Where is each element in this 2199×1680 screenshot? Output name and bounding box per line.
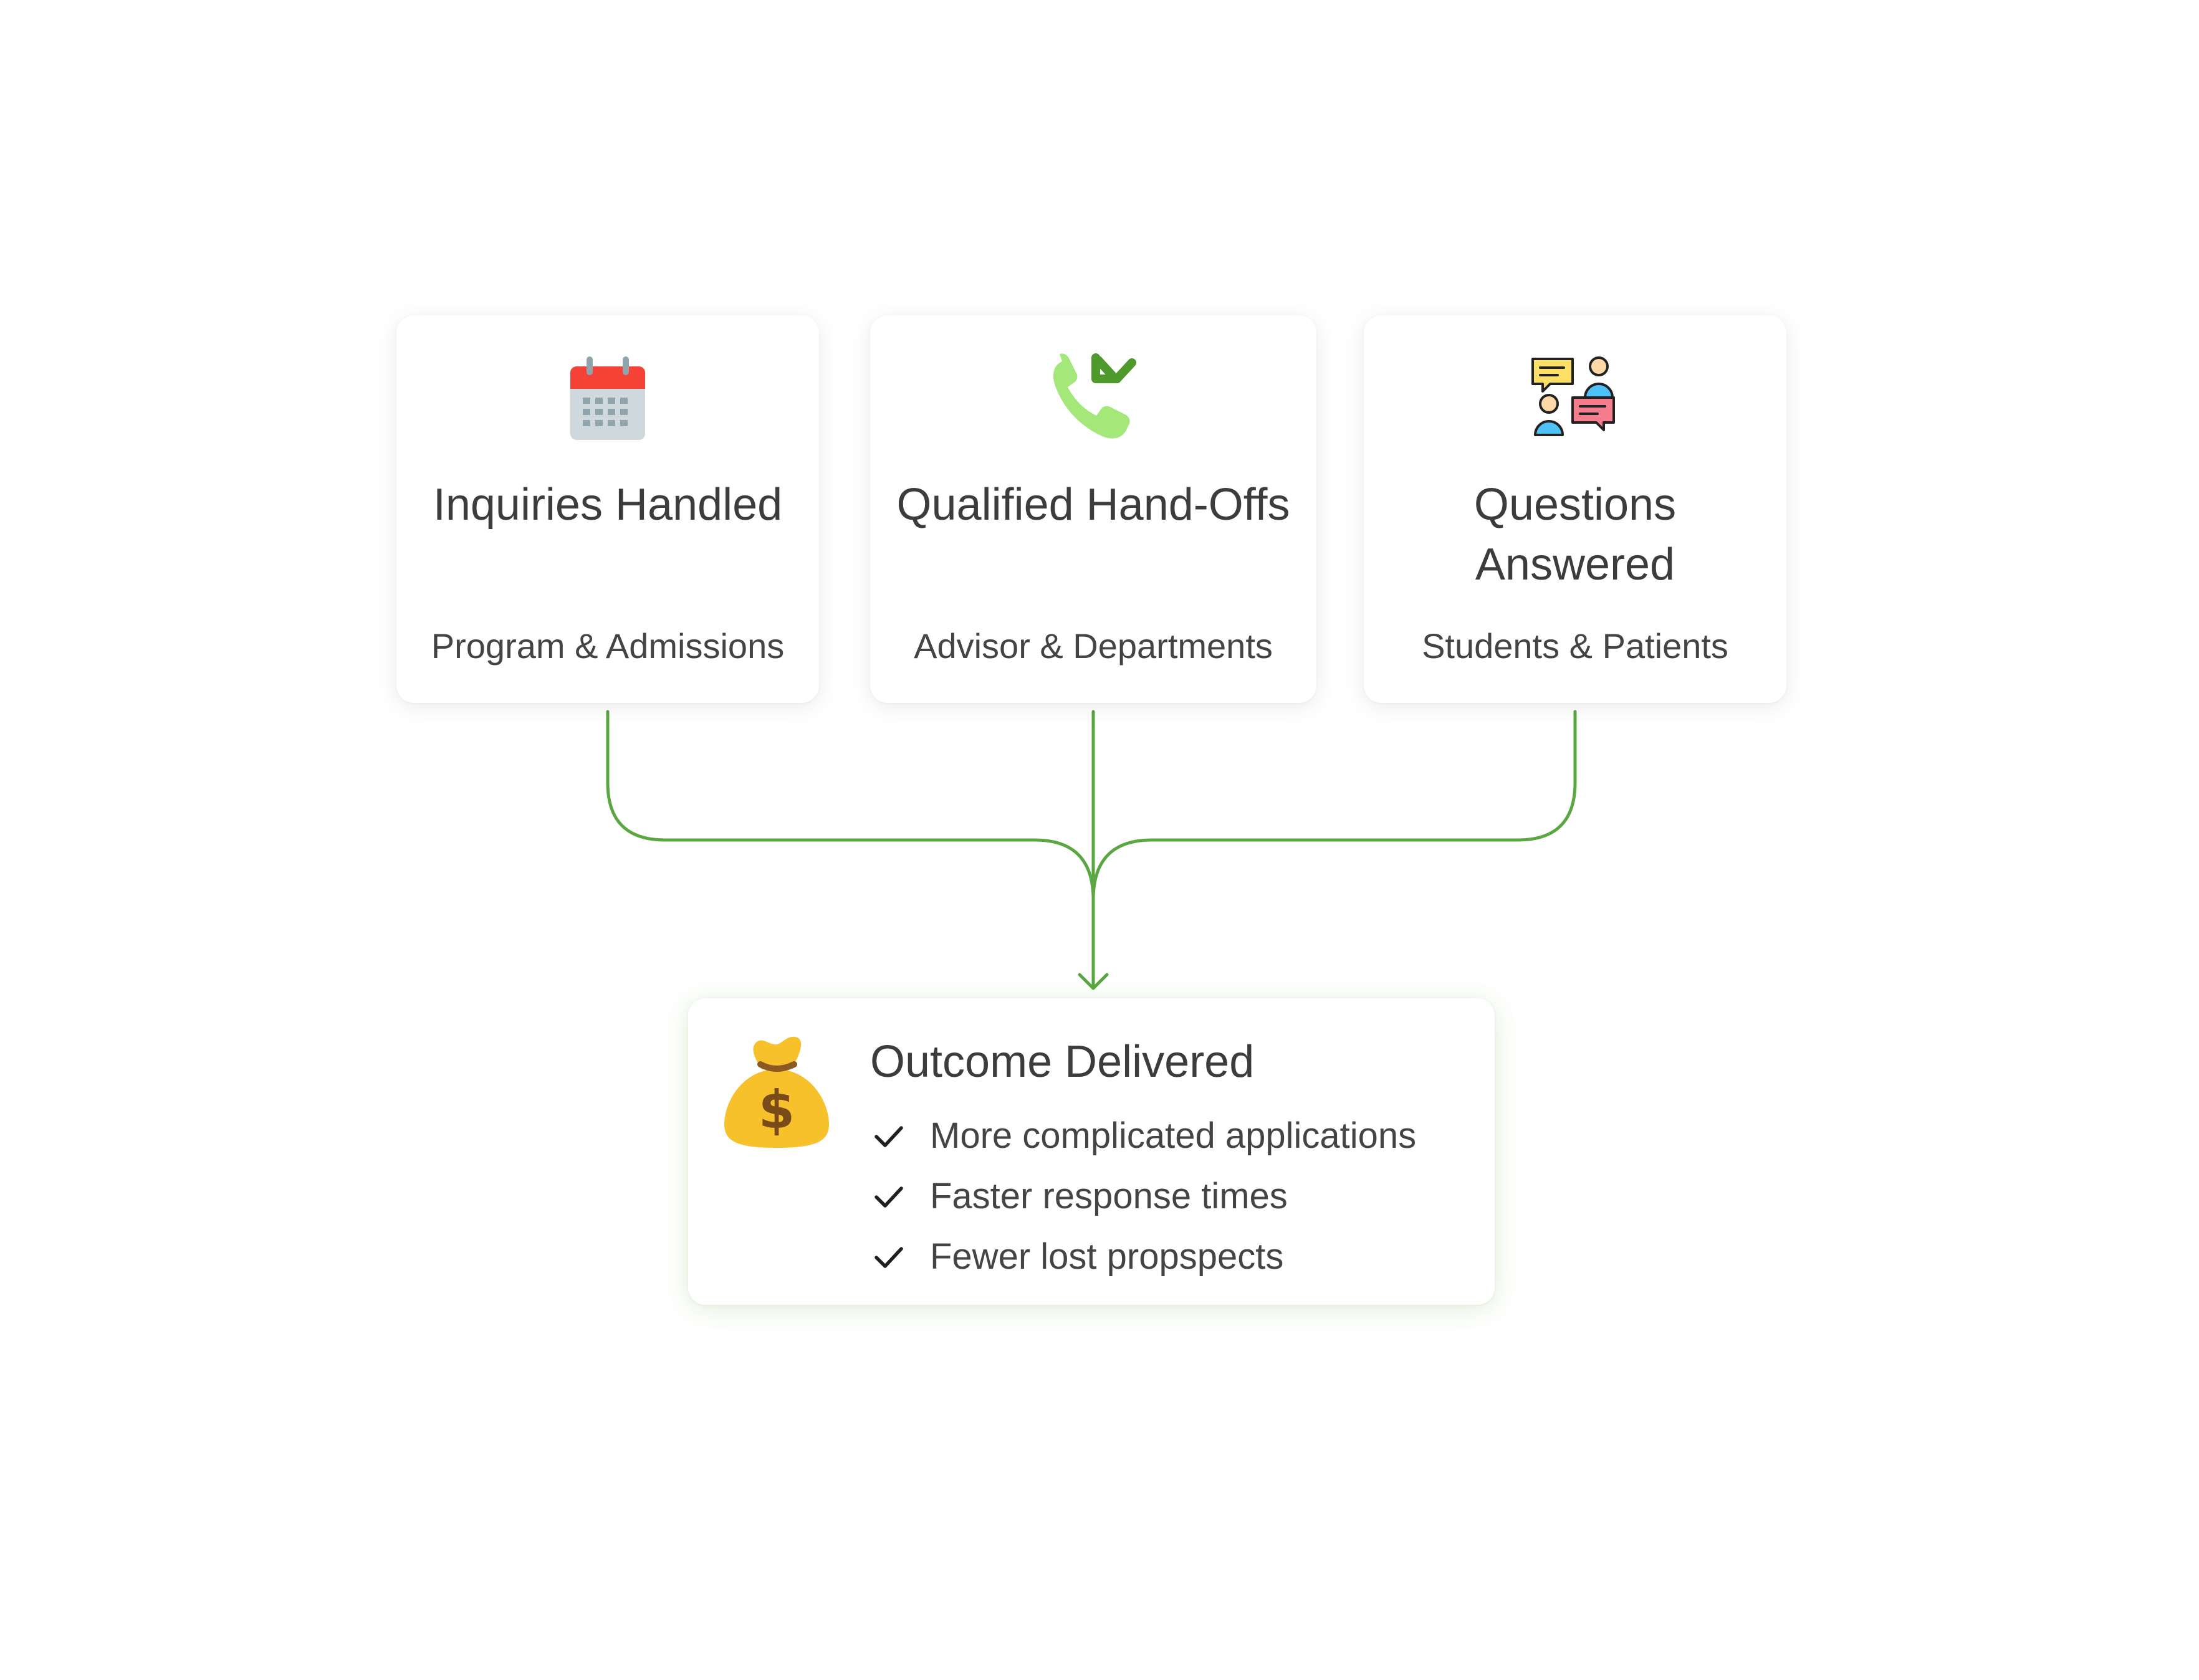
- outcome-item-label: Fewer lost propspects: [930, 1236, 1284, 1277]
- card-title: Inquiries Handled: [433, 480, 783, 530]
- outcome-item: Fewer lost propspects: [870, 1226, 1416, 1287]
- outcome-item: Faster response times: [870, 1166, 1416, 1226]
- outcome-card: $ Outcome Delivered More complicated app…: [688, 998, 1495, 1305]
- card-qualified-hand-offs: Qualified Hand-Offs Advisor & Department…: [870, 315, 1316, 703]
- card-questions-answered: Questions Answered Students & Patients: [1364, 315, 1786, 703]
- outcome-title: Outcome Delivered: [870, 1037, 1255, 1087]
- outcome-item: More complicated applications: [870, 1105, 1416, 1166]
- checkmark-icon: [870, 1238, 908, 1276]
- card-inquiries-handled: Inquiries Handled Program & Admissions: [396, 315, 819, 703]
- calendar-icon: [558, 348, 658, 447]
- card-title: Qualified Hand-Offs: [896, 480, 1290, 530]
- card-subtitle: Students & Patients: [1422, 626, 1728, 666]
- conversation-icon: [1525, 348, 1625, 447]
- card-subtitle: Advisor & Departments: [914, 626, 1273, 666]
- connector-arrowhead: [1078, 973, 1109, 990]
- outcome-list: More complicated applications Faster res…: [870, 1105, 1416, 1287]
- connector-right: [1091, 710, 1577, 899]
- money-bag-icon: $: [722, 1028, 831, 1150]
- outcome-item-label: Faster response times: [930, 1176, 1288, 1216]
- card-subtitle: Program & Admissions: [431, 626, 785, 666]
- phone-callback-icon: [1043, 348, 1143, 447]
- card-title: Questions Answered: [1473, 480, 1677, 589]
- svg-text:$: $: [759, 1079, 795, 1140]
- connector-left: [606, 710, 1095, 899]
- checkmark-icon: [870, 1117, 908, 1155]
- outcome-item-label: More complicated applications: [930, 1115, 1417, 1156]
- checkmark-icon: [870, 1178, 908, 1215]
